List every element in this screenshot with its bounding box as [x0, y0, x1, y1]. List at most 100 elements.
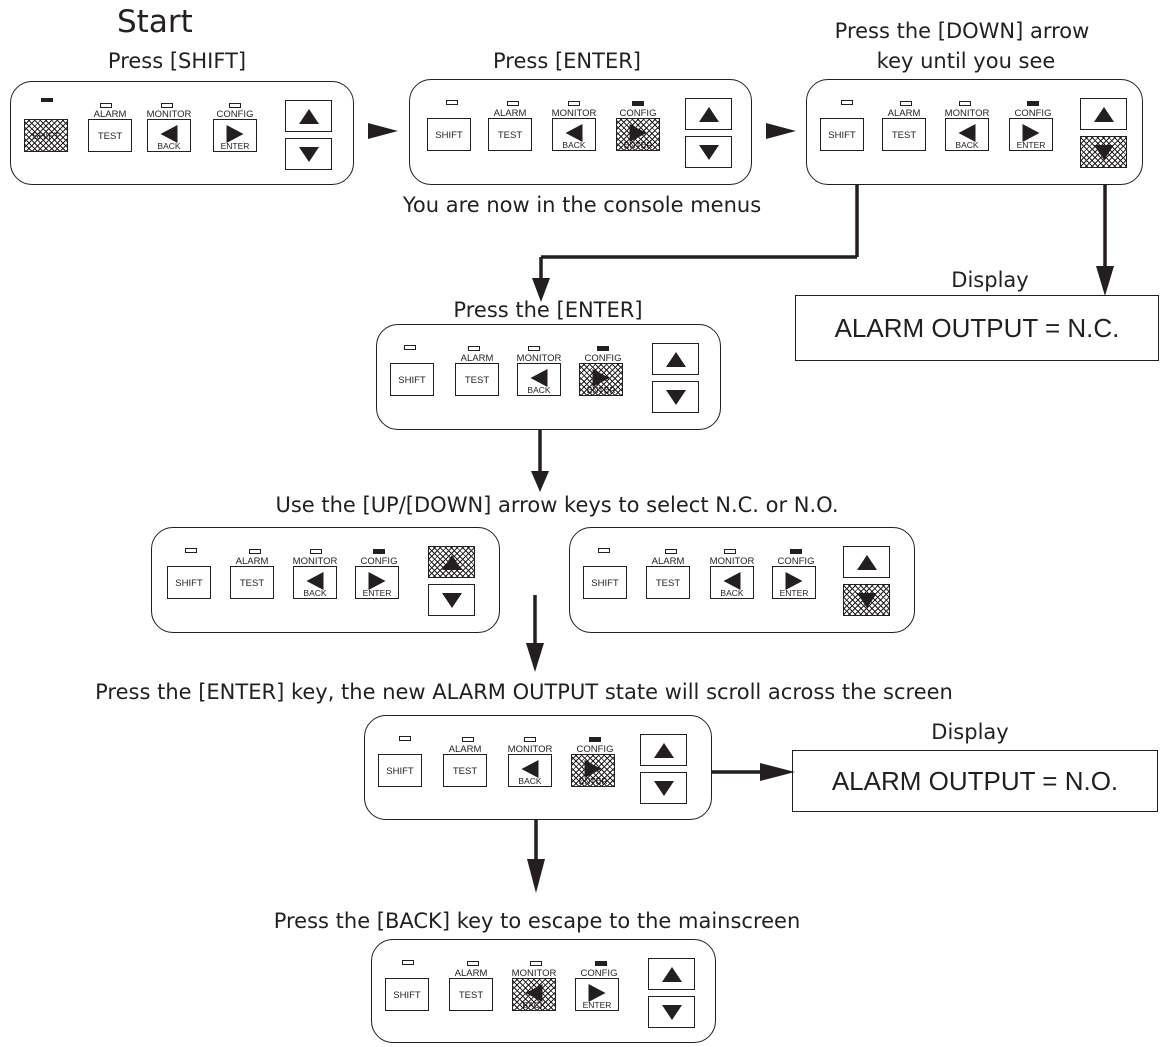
shift-key[interactable]: SHIFT [583, 566, 627, 599]
enter-key[interactable]: ENTER [575, 978, 619, 1011]
up-key[interactable] [685, 98, 732, 130]
up-key[interactable] [1080, 98, 1127, 130]
down-arrow-icon [1093, 145, 1114, 160]
alarm-label: ALARM [454, 968, 488, 979]
config-led [632, 101, 644, 106]
test-key[interactable]: TEST [488, 118, 532, 151]
enter-key[interactable]: ENTER [1009, 118, 1053, 151]
test-key[interactable]: TEST [449, 978, 493, 1011]
alarm-label: ALARM [448, 744, 482, 755]
back-key-label: BACK [303, 588, 327, 598]
left-arrow-icon [521, 760, 539, 778]
test-key[interactable]: TEST [455, 363, 499, 396]
back-key[interactable]: BACK [512, 978, 556, 1011]
monitor-led [161, 103, 173, 108]
test-key[interactable]: TEST [88, 119, 132, 152]
shift-key[interactable]: SHIFT [24, 119, 68, 152]
enter-key[interactable]: ENTER [355, 566, 399, 599]
down-arrow-icon [298, 147, 319, 162]
test-key-label: TEST [497, 130, 523, 141]
alarm-led [100, 103, 112, 108]
keypad-panel-6: SHIFT ALARM TEST MONITOR BACK CONFIG ENT… [569, 527, 915, 633]
down-key[interactable] [1080, 136, 1127, 168]
enter-key[interactable]: ENTER [579, 363, 623, 396]
enter-key-label: ENTER [582, 1000, 612, 1010]
test-key[interactable]: TEST [443, 754, 487, 787]
alarm-label: ALARM [651, 556, 685, 567]
monitor-label: MONITOR [507, 744, 553, 755]
arrowhead-4 [1096, 266, 1114, 296]
caption-display-2: Display [931, 720, 1009, 744]
down-key[interactable] [428, 584, 475, 616]
back-key[interactable]: BACK [552, 118, 596, 151]
arrowhead-3 [532, 278, 550, 302]
monitor-led [310, 549, 322, 554]
config-label: CONFIG [580, 968, 618, 979]
up-key[interactable] [428, 546, 475, 578]
test-key[interactable]: TEST [646, 566, 690, 599]
down-key[interactable] [685, 136, 732, 168]
shift-key[interactable]: SHIFT [378, 754, 422, 787]
back-key[interactable]: BACK [517, 363, 561, 396]
up-key[interactable] [652, 343, 699, 375]
config-label: CONFIG [619, 108, 657, 119]
config-label: CONFIG [777, 556, 815, 567]
back-key[interactable]: BACK [293, 566, 337, 599]
up-key[interactable] [285, 100, 332, 132]
enter-key[interactable]: ENTER [213, 119, 257, 152]
alarm-label: ALARM [235, 556, 269, 567]
caption-press-shift: Press [SHIFT] [107, 49, 247, 73]
shift-led [598, 548, 610, 553]
start-title: Start [117, 4, 193, 40]
caption-press-down-2: key until you see [876, 49, 1056, 73]
test-key[interactable]: TEST [882, 118, 926, 151]
config-led [595, 961, 607, 966]
back-key[interactable]: BACK [710, 566, 754, 599]
shift-key-label: SHIFT [175, 578, 203, 589]
down-key[interactable] [640, 772, 687, 804]
enter-key[interactable]: ENTER [571, 754, 615, 787]
shift-key-label: SHIFT [393, 990, 421, 1001]
shift-key[interactable]: SHIFT [385, 978, 429, 1011]
down-arrow-icon [698, 145, 719, 160]
config-label: CONFIG [1014, 108, 1052, 119]
keypad-panel-2: SHIFT ALARM TEST MONITOR BACK CONFIG ENT… [409, 79, 752, 185]
up-key[interactable] [640, 734, 687, 766]
shift-led [185, 548, 197, 553]
arrowhead-7 [760, 763, 795, 781]
down-key[interactable] [285, 138, 332, 170]
caption-press-enter: Press [ENTER] [493, 49, 641, 73]
config-led [1027, 101, 1039, 106]
test-key[interactable]: TEST [230, 566, 274, 599]
up-key[interactable] [648, 958, 695, 990]
down-key[interactable] [648, 996, 695, 1028]
up-arrow-icon [698, 107, 719, 122]
back-key-label: BACK [720, 588, 744, 598]
enter-key[interactable]: ENTER [616, 118, 660, 151]
keypad-panel-3: SHIFT ALARM TEST MONITOR BACK CONFIG ENT… [806, 79, 1143, 185]
up-arrow-icon [441, 555, 462, 570]
shift-key[interactable]: SHIFT [390, 363, 434, 396]
down-key[interactable] [843, 584, 890, 616]
monitor-led [528, 346, 540, 351]
caption-press-down-1: Press the [DOWN] arrow [834, 19, 1090, 43]
config-label: CONFIG [216, 109, 254, 120]
shift-key[interactable]: SHIFT [167, 566, 211, 599]
keypad-panel-1: SHIFT ALARM TEST MONITOR BACK CONFIG ENT… [10, 81, 354, 185]
display-nc: ALARM OUTPUT = N.C. [795, 295, 1159, 361]
up-key[interactable] [843, 546, 890, 578]
enter-key[interactable]: ENTER [772, 566, 816, 599]
down-key[interactable] [652, 381, 699, 413]
caption-press-the-enter: Press the [ENTER] [453, 298, 643, 322]
caption-press-enter-key: Press the [ENTER] key, the new ALARM OUT… [95, 680, 953, 704]
shift-key[interactable]: SHIFT [427, 118, 471, 151]
shift-key[interactable]: SHIFT [820, 118, 864, 151]
back-key[interactable]: BACK [508, 754, 552, 787]
arrowhead-6 [526, 643, 544, 672]
back-key[interactable]: BACK [945, 118, 989, 151]
alarm-led [468, 346, 480, 351]
config-led [229, 103, 241, 108]
back-key[interactable]: BACK [147, 119, 191, 152]
arrowhead-2 [766, 123, 796, 139]
right-arrow-icon [588, 984, 606, 1002]
